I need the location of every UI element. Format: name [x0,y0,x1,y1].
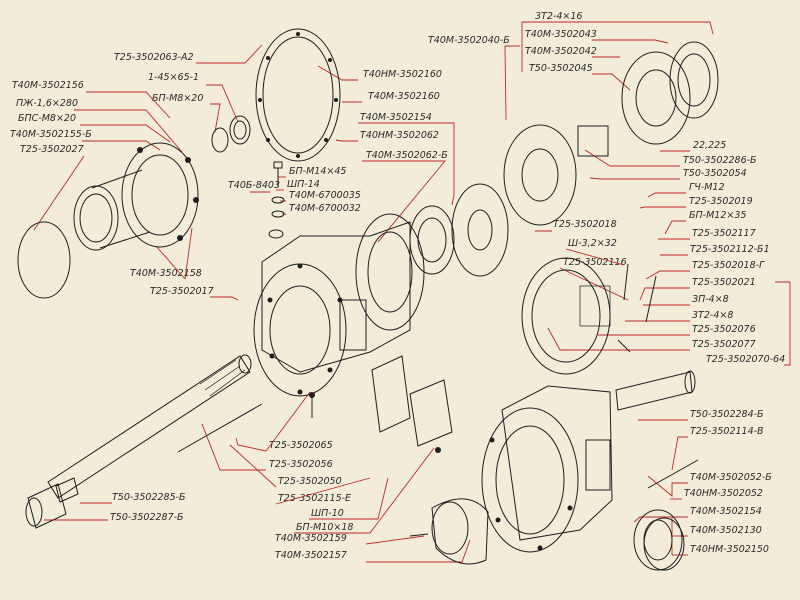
part-label: Т50-3502284-Б [690,409,764,420]
part-label: БП-М8×20 [152,93,203,104]
leader-lines [33,21,791,563]
part-label: Т40М-3502042 [525,46,597,57]
part-label: 3Т2-4×8 [692,310,733,321]
o-ring [17,221,71,299]
part-label: Т40М-3502062-Б [366,150,448,161]
pin [617,339,631,353]
seal [643,517,685,571]
splined-shaft [615,370,696,411]
long-shaft [47,354,252,499]
part-label: Т40Б-8403 [228,180,280,191]
part-label: Т40НМ-3502160 [363,69,442,80]
part-label: Т40М-6700032 [289,203,361,214]
part-label: Т40М-3502159 [275,533,347,544]
part-label: Т40М-3502043 [525,29,597,40]
part-label: БП-М12×35 [689,210,746,221]
part-label: ГЧ-М12 [689,182,725,193]
part-label: Т25-3502116 [563,257,627,268]
part-label: Т50-3502286-Б [683,155,757,166]
drum [621,51,691,145]
lower-housing [481,385,613,553]
seal-disc [409,205,455,275]
part-label: Т25-3502077 [692,339,756,350]
part-label: Т40НМ-3502062 [360,130,439,141]
part-label: Т25-3502019 [689,196,753,207]
part-label: Т40М-3502155-Б [10,129,92,140]
part-label: Т25-3502114-В [690,426,764,437]
part-label: Т25-3502065 [269,440,333,451]
lining-ring [669,41,719,119]
part-label: БП-М14×45 [289,166,346,177]
part-label: 3Т2-4×16 [535,11,582,22]
lining-ring [677,53,711,107]
part-label: Т40М-3502157 [275,550,347,561]
part-label: Т40НМ-3502150 [690,544,769,555]
brake-band [521,257,611,375]
flange-housing [73,142,199,251]
part-label: Т50-3502285-Б [112,492,186,503]
bearing [643,519,673,561]
half-cover [409,498,489,565]
seal-disc [417,217,447,263]
gear [25,477,79,529]
part-label: Ш-3,2×32 [568,238,617,249]
part-label: Т25-3502115-Е [278,493,351,504]
brake-disc [521,148,559,202]
part-label: Т25-3502018 [553,219,617,230]
part-label: Т40М-3502130 [690,525,762,536]
part-label: Т40М-3502154 [690,506,762,517]
part-label: Т25-3502017 [150,286,214,297]
part-label: 22,225 [693,140,726,151]
seal [211,127,229,153]
part-label: Т50-3502054 [683,168,747,179]
part-label: ЗП-4×8 [692,294,729,305]
cover-plate [309,355,453,453]
seal [229,115,251,145]
seal [233,120,247,140]
pressure-plate [467,209,493,251]
part-label: Т25-3502117 [692,228,756,239]
bearing [633,509,683,571]
part-label: БПС-М8×20 [18,113,76,124]
part-label: ШП-14 [287,179,320,190]
drum [635,69,677,127]
pin [645,275,657,323]
gasket-ring [255,28,341,162]
part-label: Т40М-3502040-Б [428,35,510,46]
part-label: Т50-3502287-Б [110,512,184,523]
part-label: Т25-3502021 [692,277,756,288]
part-label: Т40М-6700035 [289,190,361,201]
part-label: Т40М-3502156 [12,80,84,91]
part-label: Т25-3502112-Б1 [690,244,770,255]
part-label: Т40М-3502160 [368,91,440,102]
part-label: Т40НМ-3502052 [684,488,763,499]
pin [177,403,263,453]
part-label: ШП-10 [311,508,344,519]
part-label: Т25-3502018-Г [692,260,765,271]
part-label: Т25-3502076 [692,324,756,335]
rod [647,459,699,489]
part-label: Т40М-3502158 [130,268,202,279]
part-label: Т40М-3502052-Б [690,472,772,483]
part-label: Т25-3502056 [269,459,333,470]
part-drawings [17,28,719,571]
part-label: БП-М10×18 [296,522,353,533]
part-label: Т25-3502027 [20,144,84,155]
pin [623,263,629,301]
brake-disc [503,124,577,226]
part-label: Т50-3502045 [529,63,593,74]
bolt [268,161,285,239]
part-labels: Т25-3502063-А2 Т40М-3502156 1-45×65-1 ПЖ… [10,11,785,561]
part-label: Т25-3502070-64 [706,354,785,365]
spline-hub [577,125,609,157]
part-label: Т40М-3502154 [360,112,432,123]
pressure-plate [451,183,509,277]
part-label: Т25-3502063-А2 [114,52,194,63]
part-label: Т25-3502050 [278,476,342,487]
main-housing [253,213,425,397]
part-label: ПЖ-1,6×280 [16,98,78,109]
part-label: 1-45×65-1 [148,72,199,83]
